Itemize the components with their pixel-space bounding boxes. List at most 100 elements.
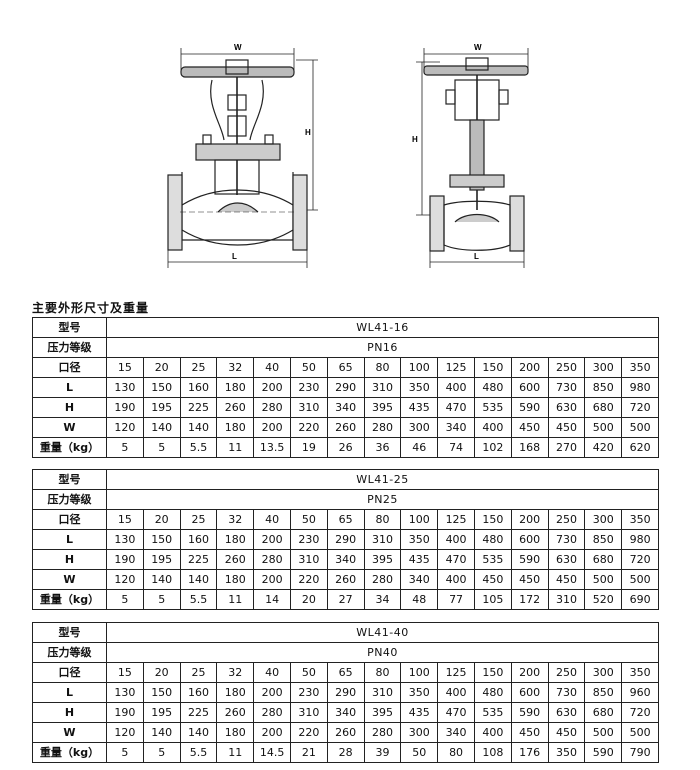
table-cell: 21 (289, 742, 328, 763)
table-cell: 5.5 (179, 589, 218, 610)
table-cell: 435 (400, 549, 439, 570)
table-cell: 32 (216, 357, 255, 378)
table-cell: 500 (621, 722, 659, 743)
table-cell: 150 (473, 357, 512, 378)
table-cell: 730 (547, 529, 586, 550)
table-cell: 225 (179, 397, 218, 418)
table-cell: 280 (363, 569, 402, 590)
table-cell: 5 (106, 589, 144, 610)
table-cell: 11 (216, 742, 255, 763)
table-cell: 730 (547, 682, 586, 703)
table-cell: 32 (216, 509, 255, 530)
table-cell: 80 (363, 662, 402, 683)
front-dim-h: H (305, 128, 311, 137)
table-cell: 200 (510, 357, 549, 378)
table-cell: 200 (253, 417, 291, 438)
table-cell: 5.5 (179, 437, 218, 458)
table-cell: 28 (326, 742, 365, 763)
table-cell: 350 (400, 377, 439, 398)
table-cell: 400 (473, 417, 512, 438)
table-cell: 535 (473, 702, 512, 723)
table-cell: 590 (510, 397, 549, 418)
table-cell: 180 (216, 569, 255, 590)
table-cell: 14.5 (253, 742, 291, 763)
front-view-drawing (167, 48, 318, 268)
table-cell: 290 (326, 377, 365, 398)
table-cell: 19 (289, 437, 328, 458)
table-cell: 450 (510, 722, 549, 743)
table-cell: 340 (326, 397, 365, 418)
table-cell: 15 (106, 357, 144, 378)
row-label-pressure: 压力等级 (32, 337, 107, 358)
table-cell: 190 (106, 397, 144, 418)
table-cell: 195 (142, 549, 181, 570)
table-cell: 25 (179, 509, 218, 530)
table-cell: 195 (142, 702, 181, 723)
row-label-l: L (32, 682, 107, 703)
table-cell: 260 (216, 397, 255, 418)
table-cell: 630 (547, 702, 586, 723)
side-dim-w: W (474, 43, 482, 52)
table-cell: 980 (621, 529, 659, 550)
table-cell: 32 (216, 662, 255, 683)
table-cell: 250 (547, 509, 586, 530)
table-cell: 125 (437, 662, 475, 683)
table-cell: 180 (216, 529, 255, 550)
table-cell: 200 (253, 529, 291, 550)
table-cell: 11 (216, 589, 255, 610)
table-cell: 180 (216, 682, 255, 703)
table-cell: 100 (400, 509, 439, 530)
row-label-h: H (32, 702, 107, 723)
table-cell: 50 (289, 662, 328, 683)
table-cell: 790 (621, 742, 659, 763)
table-cell: 220 (289, 417, 328, 438)
table-cell: 680 (584, 397, 623, 418)
table-cell: 20 (289, 589, 328, 610)
table-cell: 590 (584, 742, 623, 763)
table-cell: 680 (584, 702, 623, 723)
table-cell: 590 (510, 549, 549, 570)
table-cell: 20 (142, 662, 181, 683)
table-cell: 190 (106, 549, 144, 570)
row-label-dn: 口径 (32, 662, 107, 683)
table-cell: 5 (106, 437, 144, 458)
table-cell: 450 (547, 417, 586, 438)
row-label-weight: 重量（kg） (32, 589, 107, 610)
table-cell: 260 (216, 702, 255, 723)
table-cell: 630 (547, 549, 586, 570)
table-cell: 172 (510, 589, 549, 610)
row-label-dn: 口径 (32, 509, 107, 530)
table-cell: 300 (584, 662, 623, 683)
table-cell: 230 (289, 529, 328, 550)
table-cell: 25 (179, 357, 218, 378)
table-cell: 500 (584, 569, 623, 590)
table-cell: 225 (179, 549, 218, 570)
table-cell: 230 (289, 377, 328, 398)
table-cell: 435 (400, 702, 439, 723)
table-cell: 140 (179, 417, 218, 438)
table-cell: 260 (216, 549, 255, 570)
row-label-w: W (32, 417, 107, 438)
table-cell: 65 (326, 662, 365, 683)
row-label-model: 型号 (32, 317, 107, 338)
table-cell: 220 (289, 569, 328, 590)
table-cell: 450 (510, 569, 549, 590)
table-cell: 720 (621, 702, 659, 723)
table-cell: 630 (547, 397, 586, 418)
table-cell: 102 (473, 437, 512, 458)
table-cell: 180 (216, 722, 255, 743)
table-cell: 46 (400, 437, 439, 458)
table-cell: 20 (142, 509, 181, 530)
table-cell: 395 (363, 702, 402, 723)
table-cell: 130 (106, 682, 144, 703)
table-cell: 260 (326, 569, 365, 590)
table-cell: 80 (437, 742, 475, 763)
table-cell: 850 (584, 682, 623, 703)
table-cell: 300 (400, 722, 439, 743)
table-cell: 600 (510, 682, 549, 703)
